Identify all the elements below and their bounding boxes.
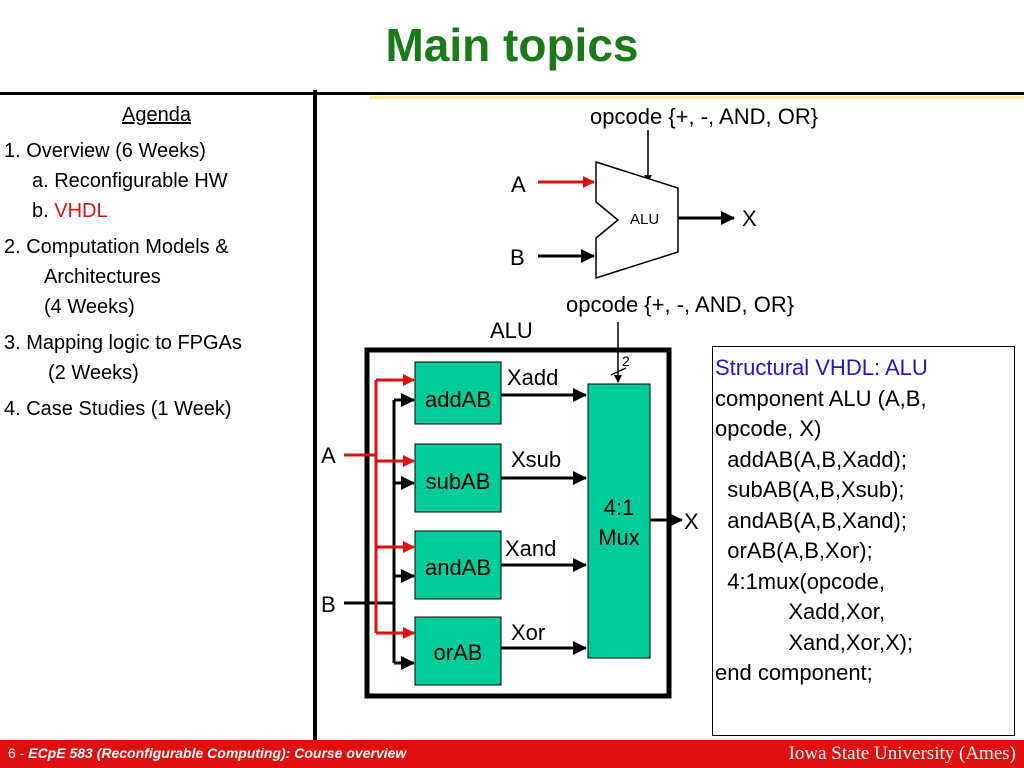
subab-block xyxy=(414,443,502,513)
subab-label: subAB xyxy=(426,469,491,494)
agenda-item-overview: 1. Overview (6 Weeks) a. Reconfigurable … xyxy=(4,136,309,226)
agenda-item-4: 4. Case Studies (1 Week) xyxy=(4,398,232,420)
top-alu-label: ALU xyxy=(630,211,659,228)
agenda-item-1b: b. VHDL xyxy=(4,196,309,226)
footer-course: 6 - ECpE 583 (Reconfigurable Computing):… xyxy=(8,745,406,761)
top-opcode-label: opcode {+, -, AND, OR} xyxy=(590,104,819,129)
agenda-item-1: 1. Overview (6 Weeks) xyxy=(4,140,206,162)
orab-block xyxy=(414,616,502,686)
agenda-item-case-studies: 4. Case Studies (1 Week) xyxy=(4,394,309,424)
code-line: Xadd,Xor, xyxy=(715,599,885,624)
addab-block xyxy=(414,361,502,425)
footer-university: Iowa State University (Ames) xyxy=(788,743,1016,764)
agenda-item-2-line1: 2. Computation Models & xyxy=(4,236,229,258)
agenda-item-3-line1: 3. Mapping logic to FPGAs xyxy=(4,332,242,354)
agenda-panel: Agenda 1. Overview (6 Weeks) a. Reconfig… xyxy=(4,100,309,430)
code-line: andAB(A,B,Xand); xyxy=(715,507,907,533)
mux-label-line1: 4:1 xyxy=(604,495,635,520)
code-line: end component; xyxy=(715,660,873,685)
mux-label-line2: Mux xyxy=(598,525,640,550)
bus-width-slash xyxy=(610,367,627,376)
slide-title: Main topics xyxy=(385,19,639,71)
agenda-item-3-line2: (2 Weeks) xyxy=(48,362,139,384)
top-input-a-label: A xyxy=(511,172,526,197)
title-rule xyxy=(0,92,1024,95)
top-output-label: X xyxy=(742,206,757,231)
footer-course-title: ECpE 583 (Reconfigurable Computing): Cou… xyxy=(28,745,407,761)
orab-label: orAB xyxy=(434,640,483,665)
top-alu-shape xyxy=(595,160,679,280)
agenda-item-2-line2: Architectures xyxy=(44,266,161,288)
xand-label: Xand xyxy=(505,536,556,561)
andab-block xyxy=(414,530,502,600)
agenda-item-1b-prefix: b. xyxy=(32,200,55,222)
bottom-input-a-label: A xyxy=(321,443,336,468)
code-line: subAB(A,B,Xsub); xyxy=(715,477,905,502)
agenda-heading: Agenda xyxy=(122,104,191,126)
column-divider xyxy=(313,90,317,740)
code-line: 4:1mux(opcode, xyxy=(715,568,885,594)
agenda-item-2-line3: (4 Weeks) xyxy=(44,296,135,318)
xadd-label: Xadd xyxy=(507,365,558,390)
bottom-opcode-label: opcode {+, -, AND, OR} xyxy=(566,292,795,317)
alu-diagram: ALU 2 addAB subAB andAB orAB Xadd Xsub X… xyxy=(344,130,735,699)
vhdl-code-box: Structural VHDL: ALU component ALU (A,B,… xyxy=(712,346,1015,736)
addab-label: addAB xyxy=(425,387,491,412)
code-line: component ALU (A,B, xyxy=(715,385,927,411)
code-line: Xand,Xor,X); xyxy=(715,629,914,655)
mux-block xyxy=(587,383,651,659)
agenda-item-1a: a. Reconfigurable HW xyxy=(32,170,228,192)
agenda-item-computation: 2. Computation Models & Architectures (4… xyxy=(4,232,309,322)
andab-label: andAB xyxy=(425,555,491,580)
bottom-alu-label: ALU xyxy=(490,318,533,343)
bus-width-label: 2 xyxy=(622,353,630,369)
code-line: opcode, X) xyxy=(715,416,822,441)
footer-bar: 6 - ECpE 583 (Reconfigurable Computing):… xyxy=(0,740,1024,768)
agenda-item-1b-highlight: VHDL xyxy=(54,200,108,222)
bottom-input-b-label: B xyxy=(321,592,336,617)
code-heading: Structural VHDL: ALU xyxy=(715,355,928,380)
bottom-output-label: X xyxy=(684,509,699,534)
xsub-label: Xsub xyxy=(511,447,561,472)
title-rule-accent xyxy=(370,96,1024,99)
xor-label: Xor xyxy=(511,620,545,645)
code-line: orAB(A,B,Xor); xyxy=(715,538,873,563)
footer-page-number: 6 - xyxy=(8,745,29,761)
top-input-b-label: B xyxy=(510,245,525,270)
code-line: addAB(A,B,Xadd); xyxy=(715,446,907,472)
agenda-item-mapping: 3. Mapping logic to FPGAs (2 Weeks) xyxy=(4,328,309,388)
